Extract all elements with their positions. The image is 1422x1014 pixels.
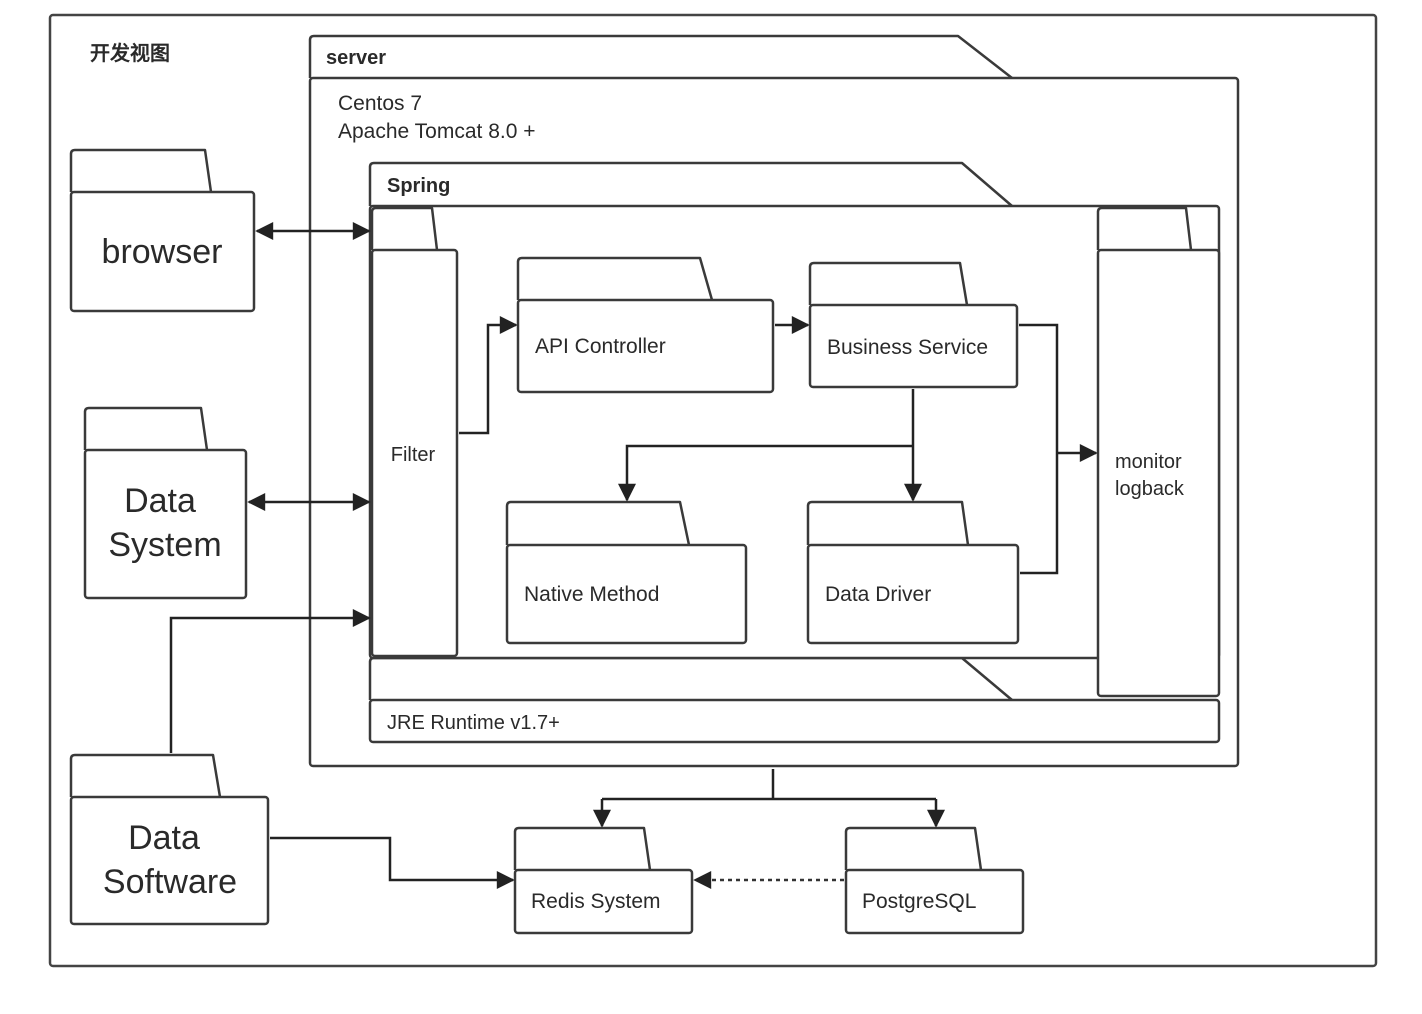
native-method-package: Native Method xyxy=(505,500,748,645)
data-software-label-1: Data xyxy=(128,819,200,857)
spring-label: Spring xyxy=(387,175,450,197)
postgresql-label: PostgreSQL xyxy=(862,890,976,913)
api-controller-package: API Controller xyxy=(516,256,775,394)
datasoftware-redis-connector xyxy=(270,836,515,889)
data-software-label-2: Software xyxy=(103,863,237,901)
browser-package: browser xyxy=(69,148,256,313)
redis-system-package: Redis System xyxy=(513,826,694,935)
browser-label: browser xyxy=(102,233,223,271)
filter-label: Filter xyxy=(391,444,436,466)
filter-package: Filter xyxy=(370,206,459,658)
data-system-label-1: Data xyxy=(124,482,196,520)
filter-api-connector xyxy=(459,316,518,435)
jre-runtime-package: JRE Runtime v1.7+ xyxy=(368,656,1221,744)
api-controller-label: API Controller xyxy=(535,335,666,358)
server-db-split xyxy=(602,769,936,801)
data-driver-package: Data Driver xyxy=(806,500,1020,645)
spring-package: Spring xyxy=(368,161,1221,660)
jre-runtime-label: JRE Runtime v1.7+ xyxy=(387,712,560,734)
monitor-logback-package: monitor logback xyxy=(1096,206,1221,698)
monitor-bracket-connector xyxy=(1019,323,1059,575)
server-os: Centos 7 xyxy=(338,92,422,115)
redis-system-label: Redis System xyxy=(531,890,661,913)
logback-label: logback xyxy=(1115,478,1185,500)
native-method-label: Native Method xyxy=(524,583,659,606)
data-software-package: Data Software xyxy=(69,753,270,926)
business-native-connector xyxy=(618,444,913,502)
datasoftware-filter-connector xyxy=(169,609,371,753)
postgresql-package: PostgreSQL xyxy=(844,826,1025,935)
business-service-label: Business Service xyxy=(827,336,988,359)
data-system-label-2: System xyxy=(108,526,221,564)
data-driver-label: Data Driver xyxy=(825,583,931,606)
data-system-package: Data System xyxy=(83,406,248,600)
monitor-label: monitor xyxy=(1115,451,1182,473)
server-container: Apache Tomcat 8.0 + xyxy=(338,120,536,143)
outer-frame xyxy=(48,13,1378,968)
business-service-package: Business Service xyxy=(808,261,1019,389)
connectors xyxy=(169,222,1098,889)
view-title: 开发视图 xyxy=(90,41,170,65)
server-label: server xyxy=(326,47,386,69)
